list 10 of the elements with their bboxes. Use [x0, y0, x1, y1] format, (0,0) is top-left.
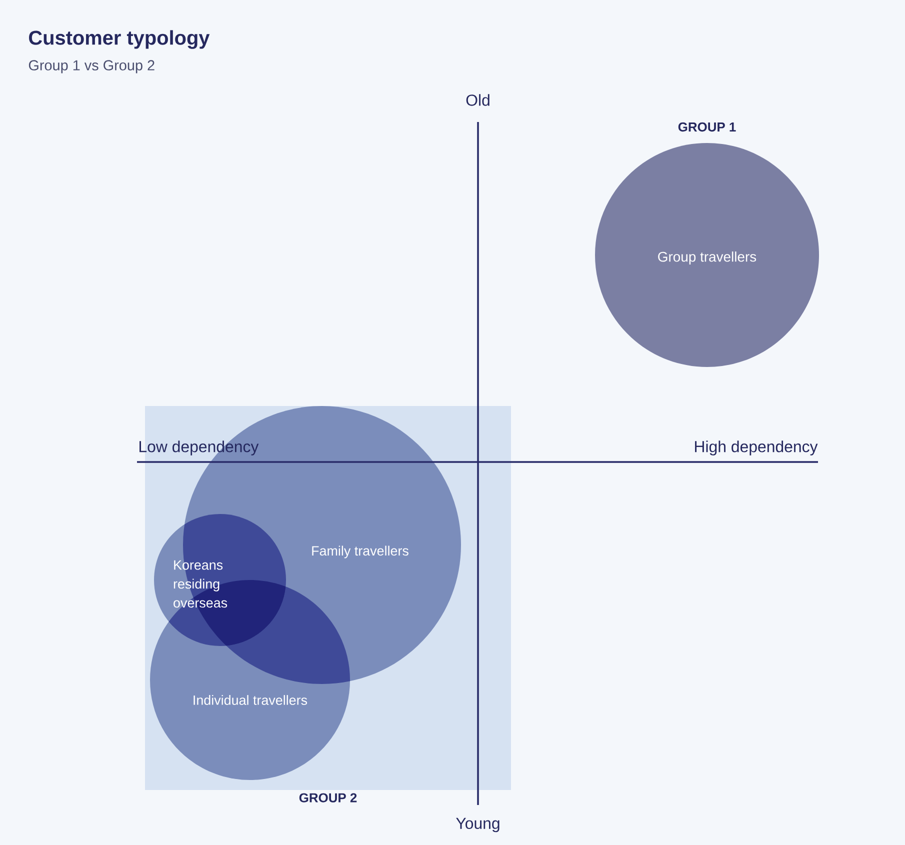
node-label: GROUP 2: [299, 793, 357, 802]
node-label: GROUP 1: [678, 122, 736, 132]
axis-label: Young: [456, 818, 500, 832]
axis-label: High dependency: [695, 440, 818, 456]
subtitle: Group 1 vs Group 2: [28, 60, 154, 74]
title: Customer typology: [29, 30, 210, 49]
bubble: GROUP 1 Group travellers: [595, 122, 819, 367]
axis-label: Old: [466, 94, 490, 106]
bubble: Koreans residing overseas: [154, 514, 286, 646]
node-label: Individual travellers: [194, 695, 308, 705]
